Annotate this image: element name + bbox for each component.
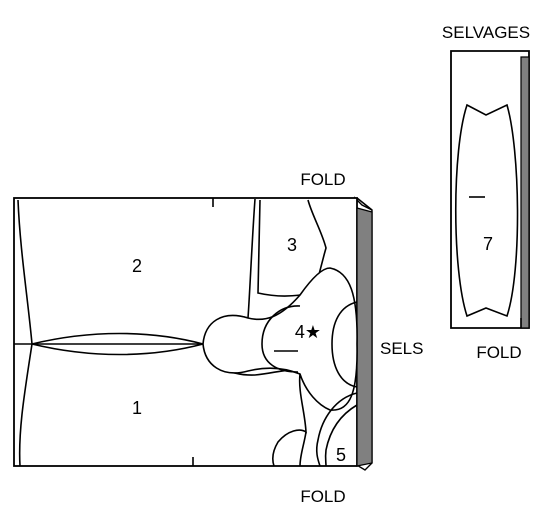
piece-number-1: 1 bbox=[132, 398, 142, 418]
piece-number-3: 3 bbox=[287, 235, 297, 255]
secondary-fabric-layout: 7 bbox=[450, 50, 530, 329]
piece-number-2: 2 bbox=[132, 256, 142, 276]
main-fabric-layout: 2 1 3 4★ 5 bbox=[13, 196, 373, 471]
piece-number-4: 4★ bbox=[295, 322, 321, 342]
pattern-piece-1 bbox=[18, 343, 33, 467]
piece-number-5: 5 bbox=[336, 445, 346, 465]
pattern-piece-7 bbox=[455, 103, 519, 318]
label-fold-bottom: FOLD bbox=[300, 487, 345, 506]
label-selvages: SELVAGES bbox=[442, 23, 530, 42]
pattern-piece-4 bbox=[202, 267, 358, 411]
secondary-selvage-strip bbox=[520, 56, 530, 329]
label-sels: SELS bbox=[380, 339, 423, 358]
label-fold-right: FOLD bbox=[476, 343, 521, 362]
label-fold-top: FOLD bbox=[300, 170, 345, 189]
piece-number-7: 7 bbox=[483, 234, 493, 254]
pattern-piece-5 bbox=[272, 373, 307, 467]
selvage-strip bbox=[356, 207, 373, 467]
pattern-piece-2 bbox=[17, 199, 33, 345]
